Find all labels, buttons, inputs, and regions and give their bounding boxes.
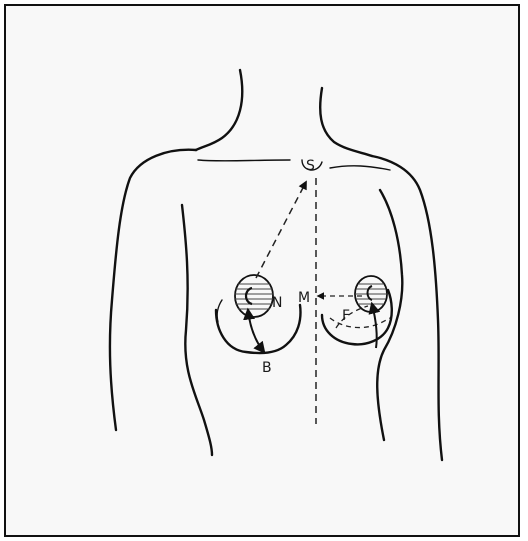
label-nipple: N — [272, 295, 282, 311]
neck-right-line — [320, 88, 372, 156]
right-breast-lower-arc — [330, 318, 390, 328]
left-shoulder-line — [110, 150, 196, 430]
label-sternal-notch: S — [306, 158, 315, 174]
right-areola — [355, 276, 387, 312]
label-fold: F — [342, 308, 350, 324]
sn-distance-arrow — [256, 182, 306, 278]
left-clavicle-line — [198, 160, 290, 161]
right-arm-inner-line — [377, 190, 402, 440]
label-midline: M — [298, 290, 310, 306]
neck-left-line — [196, 70, 242, 150]
left-areola — [235, 275, 273, 317]
right-shoulder-line — [372, 156, 442, 460]
left-breast-upper-line — [217, 300, 222, 322]
left-arm-inner-line — [182, 205, 212, 455]
right-clavicle-line — [330, 166, 390, 170]
label-breast-base: B — [262, 360, 272, 376]
